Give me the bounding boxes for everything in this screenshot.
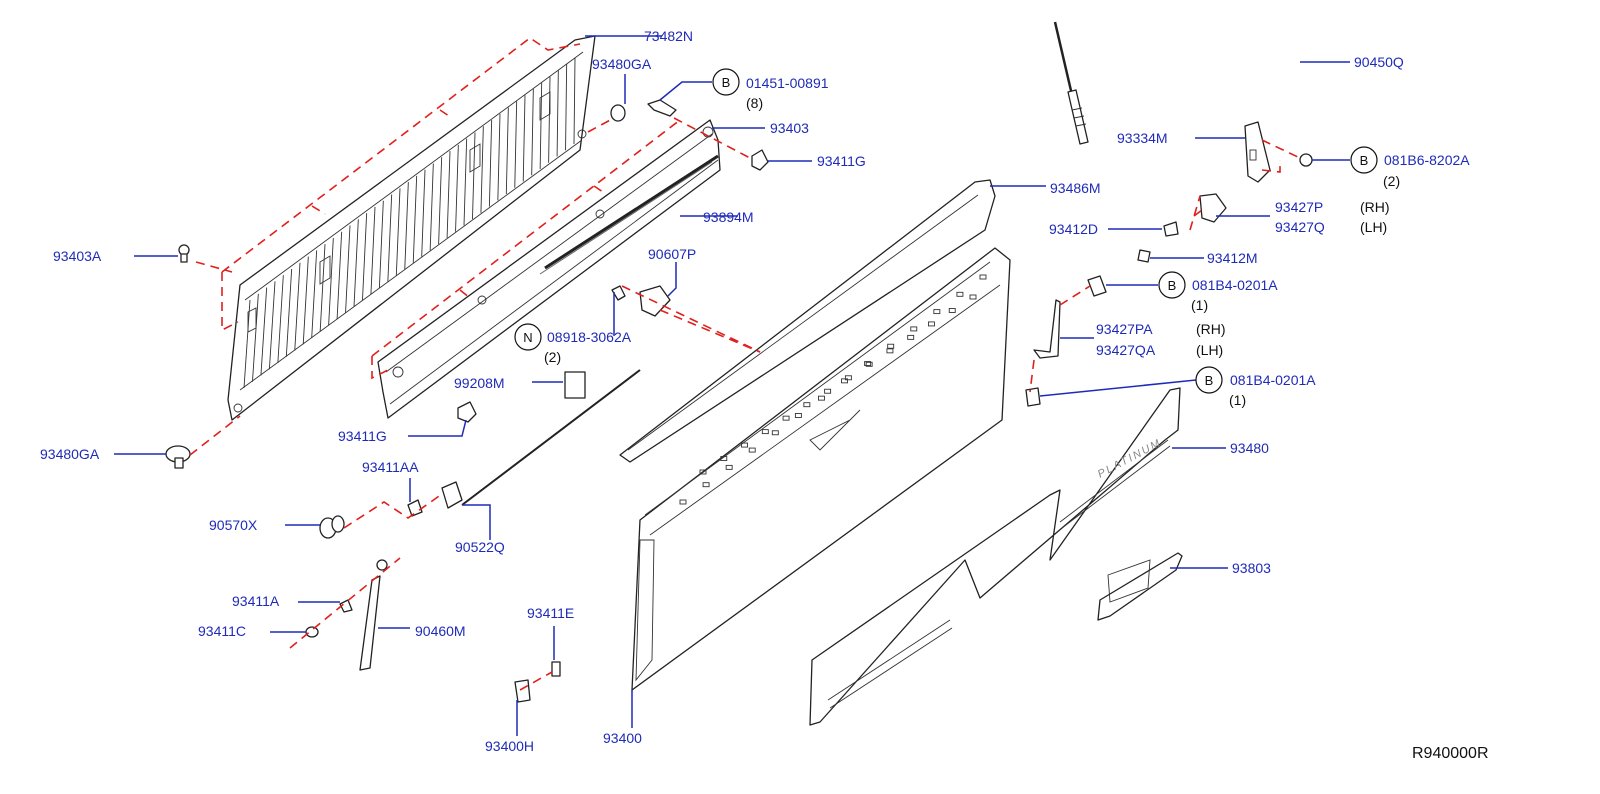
seal-strip-93894M bbox=[539, 154, 719, 275]
label-93411AA[interactable]: 93411AA bbox=[362, 459, 419, 475]
callout-B-2: B bbox=[1360, 153, 1369, 168]
label-99208M[interactable]: 99208M bbox=[454, 375, 505, 391]
callout-circle-B-3 bbox=[1158, 271, 1186, 299]
label-90607P[interactable]: 90607P bbox=[648, 246, 696, 262]
side-93427P: (RH) bbox=[1360, 199, 1390, 215]
inner-panel-73482N bbox=[227, 35, 596, 421]
label-93480GA-bottom[interactable]: 93480GA bbox=[40, 446, 100, 462]
label-90522Q[interactable]: 90522Q bbox=[455, 539, 505, 555]
diagram-reference-code: R940000R bbox=[1412, 745, 1489, 762]
label-081B4-0201A-lower[interactable]: 081B4-0201A bbox=[1230, 372, 1316, 388]
label-93803[interactable]: 93803 bbox=[1232, 560, 1271, 576]
label-93411E[interactable]: 93411E bbox=[527, 605, 574, 621]
part-labels: 73482N 93480GA 01451-00891 (8) 93403 934… bbox=[40, 28, 1470, 754]
callout-circle-B-2 bbox=[1350, 146, 1378, 174]
callout-B-3: B bbox=[1168, 278, 1177, 293]
side-93427Q: (LH) bbox=[1360, 219, 1387, 235]
qty-08918-3062A: (2) bbox=[544, 349, 561, 365]
label-93403A[interactable]: 93403A bbox=[53, 248, 102, 264]
leader-lines bbox=[114, 35, 1350, 736]
strut-90450Q bbox=[1053, 21, 1089, 145]
callout-B-1: B bbox=[722, 75, 731, 90]
label-93480[interactable]: 93480 bbox=[1230, 440, 1269, 456]
lower-rail-93403 bbox=[377, 119, 721, 419]
callout-circles: B N B B B bbox=[514, 68, 1378, 394]
callout-circle-N bbox=[514, 323, 542, 351]
strut-bracket-93334M bbox=[1244, 121, 1271, 183]
assembly-guide-lines bbox=[189, 37, 1301, 691]
label-90460M[interactable]: 90460M bbox=[415, 623, 466, 639]
label-90570X[interactable]: 90570X bbox=[209, 517, 258, 533]
label-93412M[interactable]: 93412M bbox=[1207, 250, 1258, 266]
top-cap-93486M bbox=[619, 179, 996, 463]
label-081B6-8202A[interactable]: 081B6-8202A bbox=[1384, 152, 1470, 168]
handle-93803 bbox=[1097, 552, 1183, 621]
label-93427QA[interactable]: 93427QA bbox=[1096, 342, 1156, 358]
small-fasteners bbox=[165, 99, 1313, 703]
label-93412D[interactable]: 93412D bbox=[1049, 221, 1098, 237]
side-93427QA: (LH) bbox=[1196, 342, 1223, 358]
label-93427PA[interactable]: 93427PA bbox=[1096, 321, 1153, 337]
qty-081B4-0201A-upper: (1) bbox=[1191, 297, 1208, 313]
qty-081B4-0201A-lower: (1) bbox=[1229, 392, 1246, 408]
outer-shell-93400 bbox=[631, 247, 1011, 691]
label-93411A[interactable]: 93411A bbox=[232, 593, 280, 609]
callout-B-4: B bbox=[1205, 373, 1214, 388]
callout-circle-B-1 bbox=[712, 68, 740, 96]
label-93334M[interactable]: 93334M bbox=[1117, 130, 1168, 146]
label-081B4-0201A-upper[interactable]: 081B4-0201A bbox=[1192, 277, 1278, 293]
label-93411G-bottom[interactable]: 93411G bbox=[338, 428, 387, 444]
label-93427P[interactable]: 93427P bbox=[1275, 199, 1323, 215]
label-93411G-top[interactable]: 93411G bbox=[817, 153, 866, 169]
label-93427Q[interactable]: 93427Q bbox=[1275, 219, 1325, 235]
label-01451-00891[interactable]: 01451-00891 bbox=[746, 75, 829, 91]
label-93400[interactable]: 93400 bbox=[603, 730, 642, 746]
label-08918-3062A[interactable]: 08918-3062A bbox=[547, 329, 632, 345]
side-93427PA: (RH) bbox=[1196, 321, 1226, 337]
qty-081B6-8202A: (2) bbox=[1383, 173, 1400, 189]
callout-N: N bbox=[523, 330, 532, 345]
qty-01451-00891: (8) bbox=[746, 95, 763, 111]
label-93486M[interactable]: 93486M bbox=[1050, 180, 1101, 196]
callout-circle-B-4 bbox=[1195, 366, 1223, 394]
label-93411C[interactable]: 93411C bbox=[198, 623, 246, 639]
label-73482N[interactable]: 73482N bbox=[644, 28, 693, 44]
label-93894M[interactable]: 93894M bbox=[703, 209, 754, 225]
label-93400H[interactable]: 93400H bbox=[485, 738, 534, 754]
label-93403[interactable]: 93403 bbox=[770, 120, 809, 136]
label-90450Q[interactable]: 90450Q bbox=[1354, 54, 1404, 70]
label-93480GA-top[interactable]: 93480GA bbox=[592, 56, 652, 72]
